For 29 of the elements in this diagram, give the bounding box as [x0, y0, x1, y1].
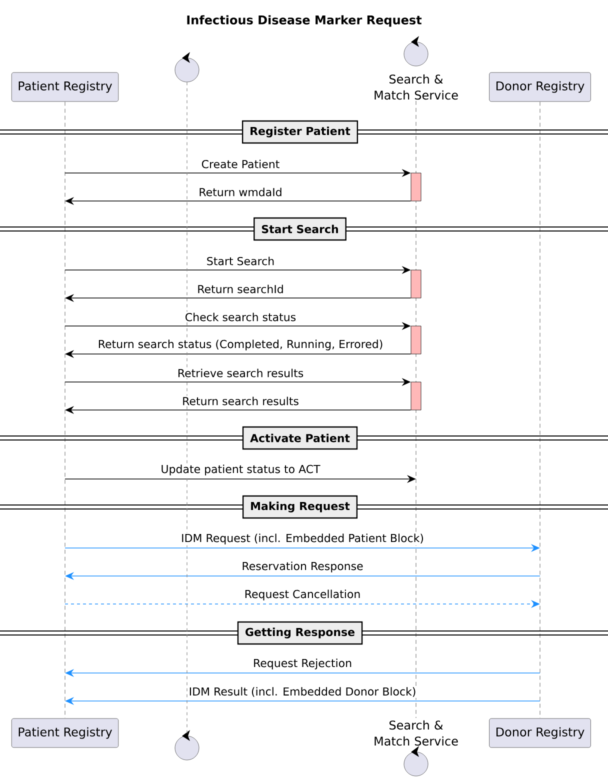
participant-box: Donor Registry	[489, 72, 591, 102]
message-label: Return searchId	[196, 284, 285, 294]
message-label: IDM Result (incl. Embedded Donor Block)	[188, 686, 418, 698]
activation-bar	[410, 326, 422, 354]
message-label: Update patient status to ACT	[160, 464, 322, 476]
message-label: Create Patient	[200, 158, 281, 170]
message-label: Reservation Response	[240, 560, 364, 574]
message-label: IDM Request (incl. Embedded Patient Block)	[180, 532, 425, 546]
control-participant: Search & Match Service	[374, 720, 458, 776]
control-icon	[174, 52, 200, 82]
message-label: Retrieve search results	[176, 368, 305, 378]
node-label: Search & Match Service	[374, 720, 458, 746]
participant-box: Donor Registry	[489, 718, 591, 748]
message-label: Start Search	[205, 256, 276, 266]
activation-bar	[410, 172, 422, 202]
activation-bar	[410, 270, 422, 298]
participant-box: Patient Registry	[11, 718, 119, 748]
message-label: Return search status (Completed, Running, Errored)	[96, 338, 384, 352]
message-label: Return search results	[181, 396, 300, 406]
message-label: Return wmdaId	[198, 186, 284, 198]
activation-bar	[410, 382, 422, 410]
message-label: Request Rejection	[252, 658, 354, 670]
participant-box: Patient Registry	[11, 72, 119, 102]
message-label: Check search status	[184, 312, 298, 322]
message-label: Request Cancellation	[243, 588, 362, 602]
lifeline	[186, 82, 188, 736]
control-icon	[174, 730, 200, 760]
title: Infectious Disease Marker Request	[187, 15, 422, 27]
control-participant: Search & Match Service	[374, 36, 458, 100]
